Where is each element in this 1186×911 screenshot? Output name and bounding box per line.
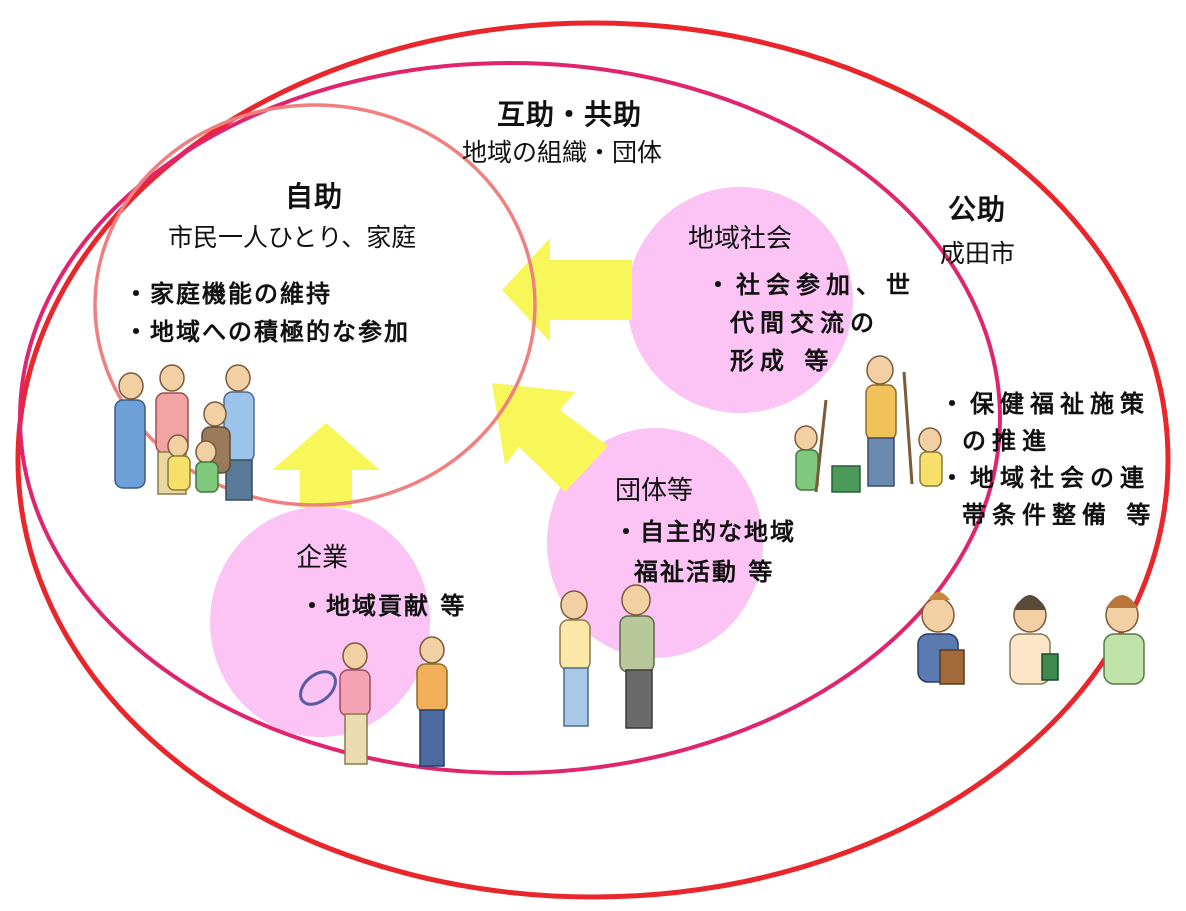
- kojo-items: ・保健福祉施策 の推進 ・地域社会の連 帯条件整備 等: [940, 386, 1156, 534]
- kojo-title: 公助: [948, 193, 1007, 226]
- jijo-item-1: ・家庭機能の維持: [124, 280, 332, 308]
- chiiki-shakai-item-2: 代間交流の: [730, 309, 880, 337]
- gojo-title: 互助・共助: [497, 98, 643, 131]
- jijo-subtitle: 市民一人ひとり、家庭: [168, 223, 417, 252]
- dantai-title: 団体等: [615, 476, 694, 506]
- dantai-item-1: ・自主的な地域: [614, 518, 796, 546]
- volunteer-illustration: [559, 584, 655, 729]
- arrow-kigyo-to-jijo: [272, 423, 380, 508]
- arrow-chiiki-to-jijo: [502, 238, 632, 342]
- jijo-item-2: ・地域への積極的な参加: [124, 318, 410, 346]
- kigyo-item-1: ・地域貢献 等: [300, 592, 467, 620]
- chiiki-shakai-item-1: ・社会参加、世: [706, 271, 916, 299]
- chiiki-shakai-items: ・社会参加、世 代間交流の 形成 等: [706, 266, 916, 380]
- bubble-kigyo: [210, 507, 430, 737]
- gojo-subtitle: 地域の組織・団体: [462, 138, 663, 167]
- community-illustration: [794, 355, 943, 493]
- chiiki-shakai-item-3: 形成 等: [730, 347, 835, 375]
- dantai-item-2: 福祉活動 等: [634, 558, 775, 586]
- bubble-chiiki-shakai: [627, 187, 853, 413]
- sports-illustration: [299, 636, 448, 767]
- jijo-title: 自助: [285, 180, 344, 213]
- kojo-item-2: の推進: [962, 427, 1052, 455]
- kojo-subtitle: 成田市: [940, 239, 1016, 268]
- family-illustration: [114, 364, 255, 501]
- city-staff-illustration: [917, 592, 1145, 685]
- arrow-dantai-to-jijo: [492, 383, 608, 492]
- chiiki-shakai-title: 地域社会: [688, 224, 793, 254]
- kojo-item-3: ・地域社会の連: [940, 464, 1150, 492]
- kigyo-title: 企業: [296, 543, 349, 573]
- kojo-item-1: ・保健福祉施策: [940, 390, 1150, 418]
- kojo-item-4: 帯条件整備 等: [962, 501, 1157, 529]
- middle-ring-gojo: [18, 61, 1002, 775]
- inner-ring-jijo: [93, 103, 537, 507]
- outer-ring-kojo: [15, 20, 1171, 900]
- bubble-dantai: [547, 428, 763, 658]
- jijo-items: ・家庭機能の維持 ・地域への積極的な参加: [124, 275, 410, 351]
- dantai-items: ・自主的な地域 福祉活動 等: [614, 512, 796, 592]
